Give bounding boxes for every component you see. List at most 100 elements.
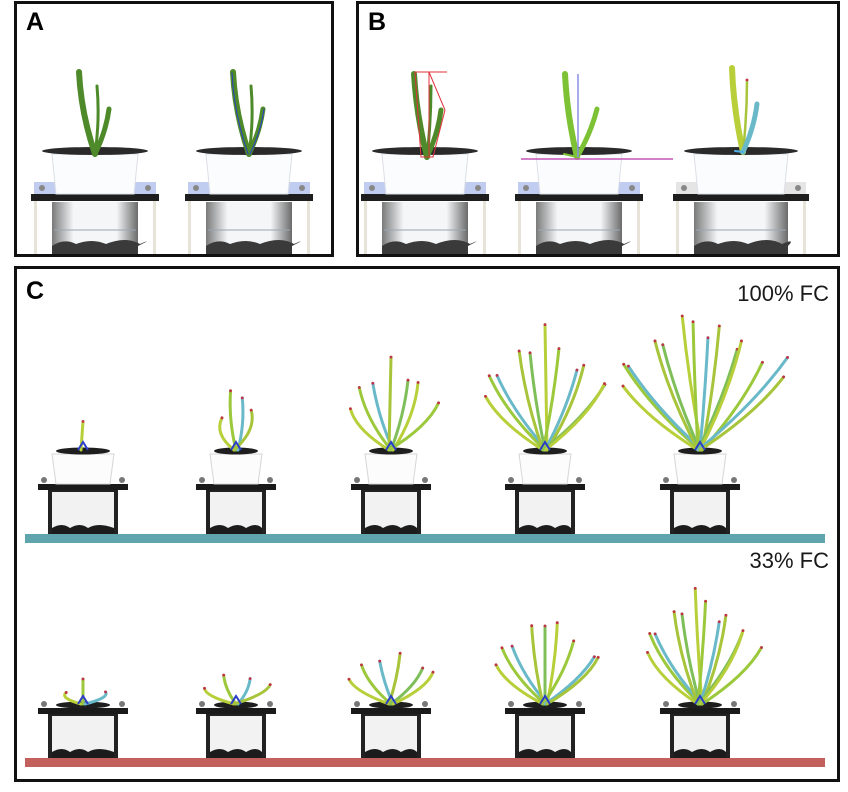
stem-base <box>77 440 89 451</box>
panel-letter-b: B <box>368 8 387 36</box>
leaf-tip <box>64 691 68 694</box>
stand-plate <box>351 708 431 714</box>
leaf-tip <box>543 323 547 327</box>
pot-stand <box>505 447 585 536</box>
leaf <box>500 646 547 706</box>
leaf-tip <box>555 621 559 625</box>
leaf <box>231 72 249 155</box>
leaf-tip <box>104 690 107 694</box>
leaf <box>391 670 435 706</box>
plant-100fc-stage-3 <box>348 355 441 452</box>
stem-base <box>694 440 706 451</box>
leaf <box>218 416 236 452</box>
leaf-tip <box>389 355 393 359</box>
pot-stand <box>351 701 431 760</box>
leaf-tip <box>653 339 657 343</box>
panel-a: A <box>14 1 334 257</box>
bolt <box>523 185 529 191</box>
stand-leg <box>153 196 156 254</box>
bolt <box>663 701 669 707</box>
bolt <box>731 477 737 483</box>
leaf-tip <box>421 666 425 670</box>
leaf-tip <box>603 382 606 386</box>
pot-stand <box>196 701 276 760</box>
gravel <box>210 525 262 534</box>
leaf <box>672 610 700 706</box>
bolt <box>119 477 125 483</box>
leaf <box>693 586 704 706</box>
bolt <box>475 185 481 191</box>
bolt <box>299 185 305 191</box>
leaf-tip <box>680 612 684 616</box>
panel-c: C 100% FC 33% FC <box>14 266 840 782</box>
leaf <box>729 65 746 155</box>
plant-33fc-stage-2 <box>203 673 272 706</box>
leaf-tip <box>572 639 576 643</box>
leaf-tip <box>646 651 649 654</box>
leaf-tip <box>621 384 625 388</box>
leaf-tip <box>431 670 435 674</box>
pot-stand <box>38 701 128 760</box>
leaf <box>232 408 254 452</box>
leaf-tip <box>81 677 85 681</box>
gravel <box>519 749 571 758</box>
leaf <box>646 650 700 706</box>
pot <box>381 153 469 195</box>
stand-leg <box>188 196 191 254</box>
bolt <box>731 701 737 707</box>
leaf <box>387 651 402 706</box>
leaf <box>621 384 700 452</box>
leaf <box>680 314 704 452</box>
plant-33fc-stage-5 <box>646 586 763 706</box>
stand-plate <box>351 484 431 490</box>
leaf-tip <box>717 324 721 328</box>
stand-leg <box>364 196 367 254</box>
plant-100fc-stage-4 <box>484 323 607 452</box>
leaf-tip <box>220 416 224 420</box>
leaf-tip <box>741 629 745 633</box>
bolt <box>199 477 205 483</box>
condition-label-33fc: 33% FC <box>749 548 829 573</box>
leaf <box>543 655 596 706</box>
leaf <box>348 407 391 452</box>
leaf-tip <box>249 408 253 412</box>
leaf-tip <box>349 407 352 411</box>
leaf <box>530 624 545 706</box>
stand-plate <box>505 484 585 490</box>
pot-stand <box>673 147 809 254</box>
leaf-tip <box>398 651 402 655</box>
leaf <box>698 629 745 706</box>
leaf-tip <box>592 655 596 659</box>
leaf-tip <box>653 632 657 636</box>
leaf <box>696 599 708 706</box>
bolt <box>39 185 45 191</box>
leaf-tip <box>760 646 763 649</box>
stem-base <box>77 694 89 705</box>
pot-stand <box>660 447 740 536</box>
gravel <box>365 749 417 758</box>
leaf <box>88 133 96 155</box>
plant-100fc-stage-5 <box>621 314 789 452</box>
leaf <box>696 355 789 452</box>
leaf-tip <box>494 663 498 667</box>
bolt <box>267 701 273 707</box>
leaf <box>387 355 393 452</box>
stand-plate <box>196 708 276 714</box>
gravel <box>365 525 417 534</box>
stand-plate <box>38 708 128 714</box>
panel-c-scene <box>38 314 789 760</box>
leaf-tip <box>371 381 375 385</box>
leaf <box>230 69 252 157</box>
stand-plate <box>196 484 276 490</box>
condition-label-100fc: 100% FC <box>737 281 829 306</box>
gravel <box>536 240 631 254</box>
pot <box>205 153 293 195</box>
plant-raw <box>76 69 112 157</box>
stem-base <box>230 694 242 705</box>
bolt <box>41 701 47 707</box>
pot <box>209 453 263 485</box>
stand-leg <box>637 196 640 254</box>
leaf <box>648 631 702 706</box>
leaf-tip <box>740 339 743 343</box>
plant-hull <box>411 71 447 160</box>
